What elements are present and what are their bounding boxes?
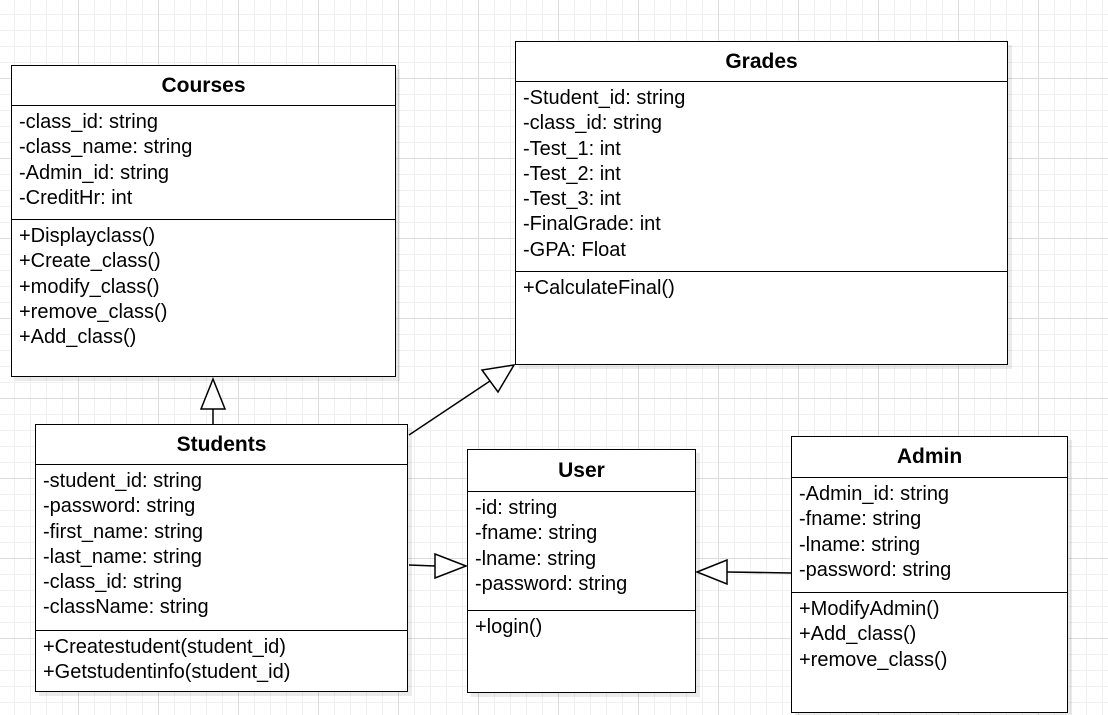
class-grades[interactable]: Grades -Student_id: string -class_id: st… bbox=[515, 41, 1008, 365]
methods-user: +login() bbox=[468, 611, 695, 644]
attributes-courses: -class_id: string -class_name: string -A… bbox=[12, 106, 395, 220]
attribute: -fname: string bbox=[799, 508, 922, 531]
attribute: -Student_id: string bbox=[523, 87, 686, 109]
method: +Displayclass() bbox=[19, 225, 156, 247]
attribute: -password: string bbox=[475, 572, 628, 595]
class-name-courses: Courses bbox=[12, 66, 395, 106]
attributes-students: -student_id: string -password: string -f… bbox=[36, 465, 407, 631]
attribute: -FinalGrade: int bbox=[523, 213, 661, 236]
methods-courses: +Displayclass() +Create_class() +modify_… bbox=[12, 220, 395, 354]
method: +Createstudent(student_id) bbox=[43, 636, 286, 658]
attribute: -last_name: string bbox=[43, 545, 202, 568]
attribute: -className: string bbox=[43, 596, 209, 619]
attribute: -fname: string bbox=[475, 522, 598, 545]
attribute: -class_id: string bbox=[43, 571, 182, 594]
class-user[interactable]: User -id: string -fname: string -lname: … bbox=[467, 449, 696, 693]
generalization-students-to-user[interactable] bbox=[408, 552, 469, 580]
method: +ModifyAdmin() bbox=[799, 598, 940, 620]
class-courses[interactable]: Courses -class_id: string -class_name: s… bbox=[11, 65, 396, 377]
attribute: -Admin_id: string bbox=[799, 483, 950, 505]
generalization-admin-to-user[interactable] bbox=[694, 558, 792, 586]
method: +login() bbox=[475, 616, 543, 638]
methods-grades: +CalculateFinal() bbox=[516, 272, 1007, 305]
attribute: -Test_1: int bbox=[523, 137, 621, 160]
class-name-grades: Grades bbox=[516, 42, 1007, 82]
generalization-students-to-courses[interactable] bbox=[199, 376, 227, 424]
attribute: -Test_3: int bbox=[523, 188, 621, 211]
attribute: -lname: string bbox=[799, 533, 921, 556]
attribute: -Test_2: int bbox=[523, 162, 621, 185]
attribute: -first_name: string bbox=[43, 520, 204, 543]
method: +Add_class() bbox=[799, 623, 917, 646]
class-admin[interactable]: Admin -Admin_id: string -fname: string -… bbox=[791, 436, 1068, 713]
generalization-students-to-grades[interactable] bbox=[408, 364, 516, 436]
method: +Create_class() bbox=[19, 250, 161, 273]
class-name-admin: Admin bbox=[792, 437, 1067, 478]
methods-admin: +ModifyAdmin() +Add_class() +remove_clas… bbox=[792, 593, 1067, 677]
attribute: -class_id: string bbox=[523, 112, 662, 135]
attribute: -password: string bbox=[799, 558, 952, 581]
method: +remove_class() bbox=[19, 300, 168, 323]
attribute: -lname: string bbox=[475, 547, 597, 570]
attribute: -id: string bbox=[475, 497, 558, 519]
attribute: -CreditHr: int bbox=[19, 186, 133, 209]
attribute: -student_id: string bbox=[43, 470, 202, 492]
method: +remove_class() bbox=[799, 648, 948, 671]
class-name-user: User bbox=[468, 450, 695, 492]
attributes-grades: -Student_id: string -class_id: string -T… bbox=[516, 82, 1007, 272]
method: +Getstudentinfo(student_id) bbox=[43, 661, 291, 684]
attributes-user: -id: string -fname: string -lname: strin… bbox=[468, 492, 695, 611]
attribute: -class_id: string bbox=[19, 111, 158, 133]
attribute: -Admin_id: string bbox=[19, 161, 170, 184]
attributes-admin: -Admin_id: string -fname: string -lname:… bbox=[792, 478, 1067, 593]
attribute: -class_name: string bbox=[19, 136, 193, 159]
method: +modify_class() bbox=[19, 275, 160, 298]
class-name-students: Students bbox=[36, 425, 407, 465]
method: +CalculateFinal() bbox=[523, 277, 675, 299]
class-students[interactable]: Students -student_id: string -password: … bbox=[35, 424, 408, 692]
methods-students: +Createstudent(student_id) +Getstudentin… bbox=[36, 631, 407, 690]
attribute: -GPA: Float bbox=[523, 238, 626, 261]
method: +Add_class() bbox=[19, 326, 137, 349]
attribute: -password: string bbox=[43, 495, 196, 518]
